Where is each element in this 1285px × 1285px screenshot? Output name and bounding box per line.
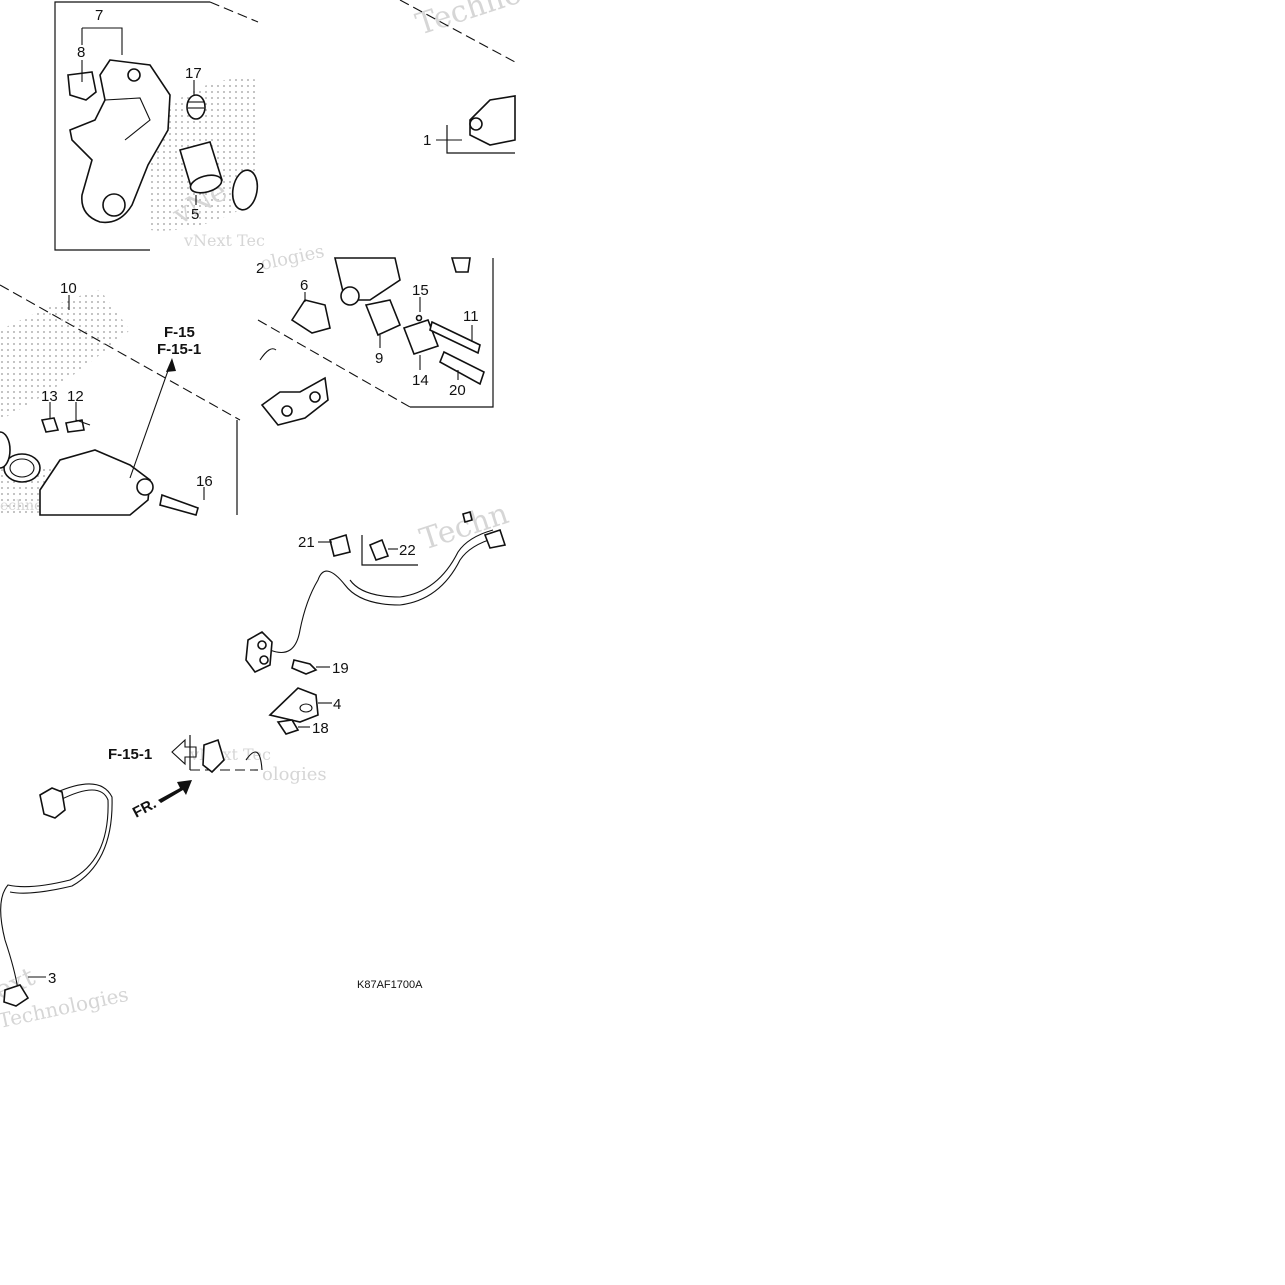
callout-4: 4 bbox=[333, 696, 341, 713]
pad-set bbox=[469, 95, 516, 146]
callout-14: 14 bbox=[412, 372, 429, 389]
caliper-body bbox=[333, 257, 471, 306]
pad-lower bbox=[259, 348, 329, 426]
watermark-text: vNext Tec bbox=[183, 231, 265, 250]
sensor-stay bbox=[245, 631, 273, 673]
sensor-mount bbox=[202, 738, 263, 774]
bracket-4 bbox=[268, 687, 319, 723]
callout-9: 9 bbox=[375, 350, 383, 367]
diagram-code: K87AF1700A bbox=[357, 979, 423, 991]
front-arrow bbox=[158, 780, 192, 803]
callout-16: 16 bbox=[196, 473, 213, 490]
bolt-18 bbox=[276, 719, 300, 735]
frames bbox=[0, 0, 516, 771]
slide-sleeve-9 bbox=[364, 299, 402, 337]
watermark-text: Techn bbox=[416, 496, 513, 557]
callout-3: 3 bbox=[48, 970, 56, 987]
callout-22: 22 bbox=[399, 542, 416, 559]
bolt-20 bbox=[415, 314, 485, 386]
wheel-sensor-3 bbox=[3, 984, 30, 1007]
callout-20: 20 bbox=[449, 382, 466, 399]
watermark-text: ologies bbox=[262, 764, 327, 785]
front-label: FR. bbox=[130, 795, 159, 821]
sensor-connector bbox=[39, 787, 66, 819]
bushing-14 bbox=[402, 318, 440, 356]
callout-1: 1 bbox=[423, 132, 431, 149]
bolt-19 bbox=[291, 659, 318, 675]
callout-10: 10 bbox=[60, 280, 77, 297]
leader-lines bbox=[28, 27, 473, 978]
clip-22 bbox=[368, 538, 390, 561]
callouts: 7 8 17 5 1 2 6 15 11 9 14 20 10 13 12 16… bbox=[41, 7, 479, 987]
caliper-bracket bbox=[69, 59, 171, 224]
f15-arrow bbox=[129, 358, 176, 479]
ref-label-sensor: F-15-1 bbox=[108, 746, 152, 763]
boot bbox=[186, 94, 206, 120]
piston bbox=[178, 141, 259, 211]
ref-label-f15: F-15 bbox=[164, 324, 195, 341]
callout-12: 12 bbox=[67, 388, 84, 405]
callout-5: 5 bbox=[191, 206, 199, 223]
callout-21: 21 bbox=[298, 534, 315, 551]
caliper-lower bbox=[0, 417, 199, 516]
callout-17: 17 bbox=[185, 65, 202, 82]
sensor-wire bbox=[0, 511, 507, 991]
pin-11 bbox=[429, 320, 481, 355]
pad-spring bbox=[67, 71, 97, 101]
callout-6: 6 bbox=[300, 277, 308, 294]
watermark-text: Techno bbox=[412, 0, 526, 43]
callout-15: 15 bbox=[412, 282, 429, 299]
callout-11: 11 bbox=[463, 308, 479, 325]
reference-labels: F-15 F-15-1 F-15-1 FR. K87AF1700A bbox=[108, 324, 423, 991]
callout-7: 7 bbox=[95, 7, 103, 24]
callout-13: 13 bbox=[41, 388, 58, 405]
pad-spring-6 bbox=[290, 299, 331, 334]
wire-clamp-21 bbox=[329, 533, 351, 557]
sensor-ref-arrow bbox=[171, 738, 197, 766]
callout-2: 2 bbox=[256, 260, 264, 277]
watermark-text: ologies bbox=[259, 241, 327, 275]
callout-19: 19 bbox=[332, 660, 349, 677]
callout-8: 8 bbox=[77, 44, 85, 61]
ref-label-f15-1: F-15-1 bbox=[157, 341, 201, 358]
callout-18: 18 bbox=[312, 720, 329, 737]
watermarks: Techno vNext Tec vNe ologies Techn vNext… bbox=[0, 0, 526, 1033]
